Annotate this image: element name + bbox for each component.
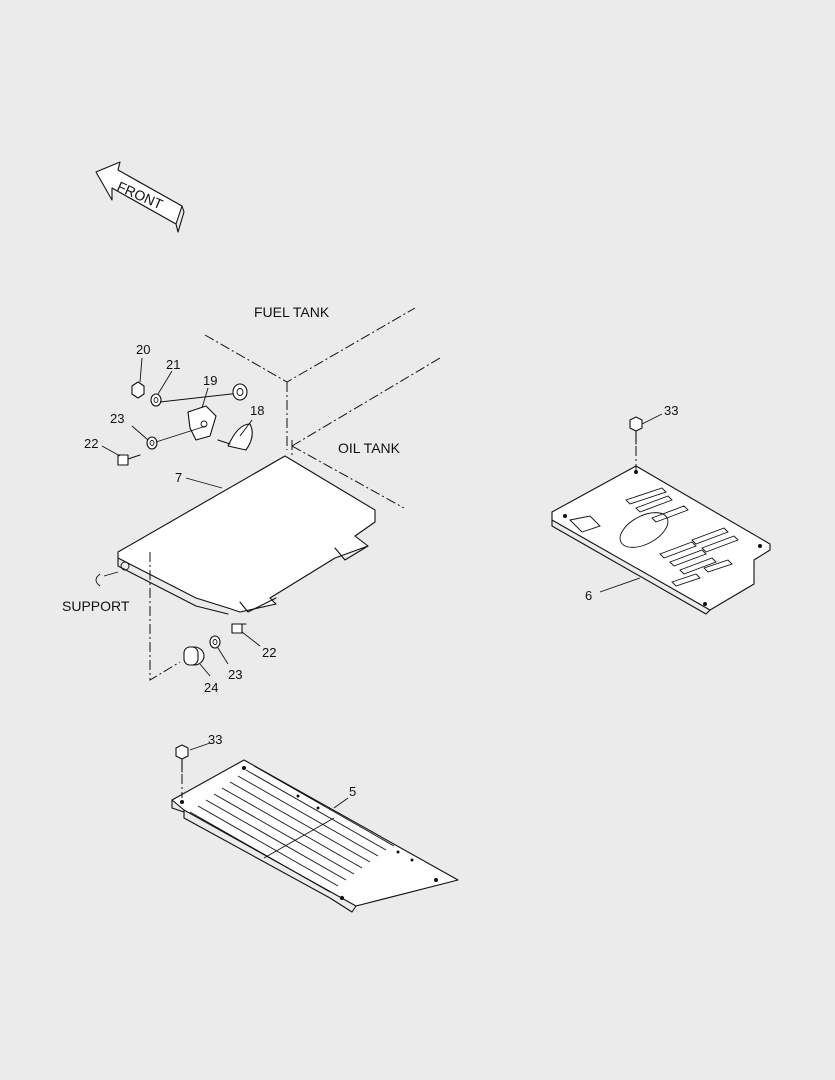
callout-23-lower: 23 <box>228 667 242 682</box>
callout-5: 5 <box>349 784 356 799</box>
callout-22-upper: 22 <box>84 436 98 451</box>
callout-21: 21 <box>166 357 180 372</box>
callout-24: 24 <box>204 680 218 695</box>
cover-plate-part-7 <box>95 455 376 615</box>
front-arrow-icon: FRONT <box>95 161 185 233</box>
callout-23-upper: 23 <box>110 411 124 426</box>
bolt-33-lower <box>175 744 189 798</box>
callout-33-upper: 33 <box>664 403 678 418</box>
callout-18: 18 <box>250 403 264 418</box>
support-label: SUPPORT <box>62 598 130 614</box>
bolt-33-upper <box>629 416 643 470</box>
callout-6: 6 <box>585 588 592 603</box>
callout-33-lower: 33 <box>208 732 222 747</box>
callout-leaders <box>101 357 663 809</box>
callout-7: 7 <box>175 470 182 485</box>
tank-outlines <box>204 307 441 509</box>
support-leader <box>149 552 181 681</box>
callout-19: 19 <box>203 373 217 388</box>
callout-22-lower: 22 <box>262 645 276 660</box>
oil-tank-label: OIL TANK <box>338 440 401 456</box>
vented-cover-part-6 <box>551 465 771 615</box>
fuel-tank-label: FUEL TANK <box>254 304 330 320</box>
floor-plate-part-5 <box>171 759 459 913</box>
callout-20: 20 <box>136 342 150 357</box>
hardware-cluster <box>117 381 253 666</box>
